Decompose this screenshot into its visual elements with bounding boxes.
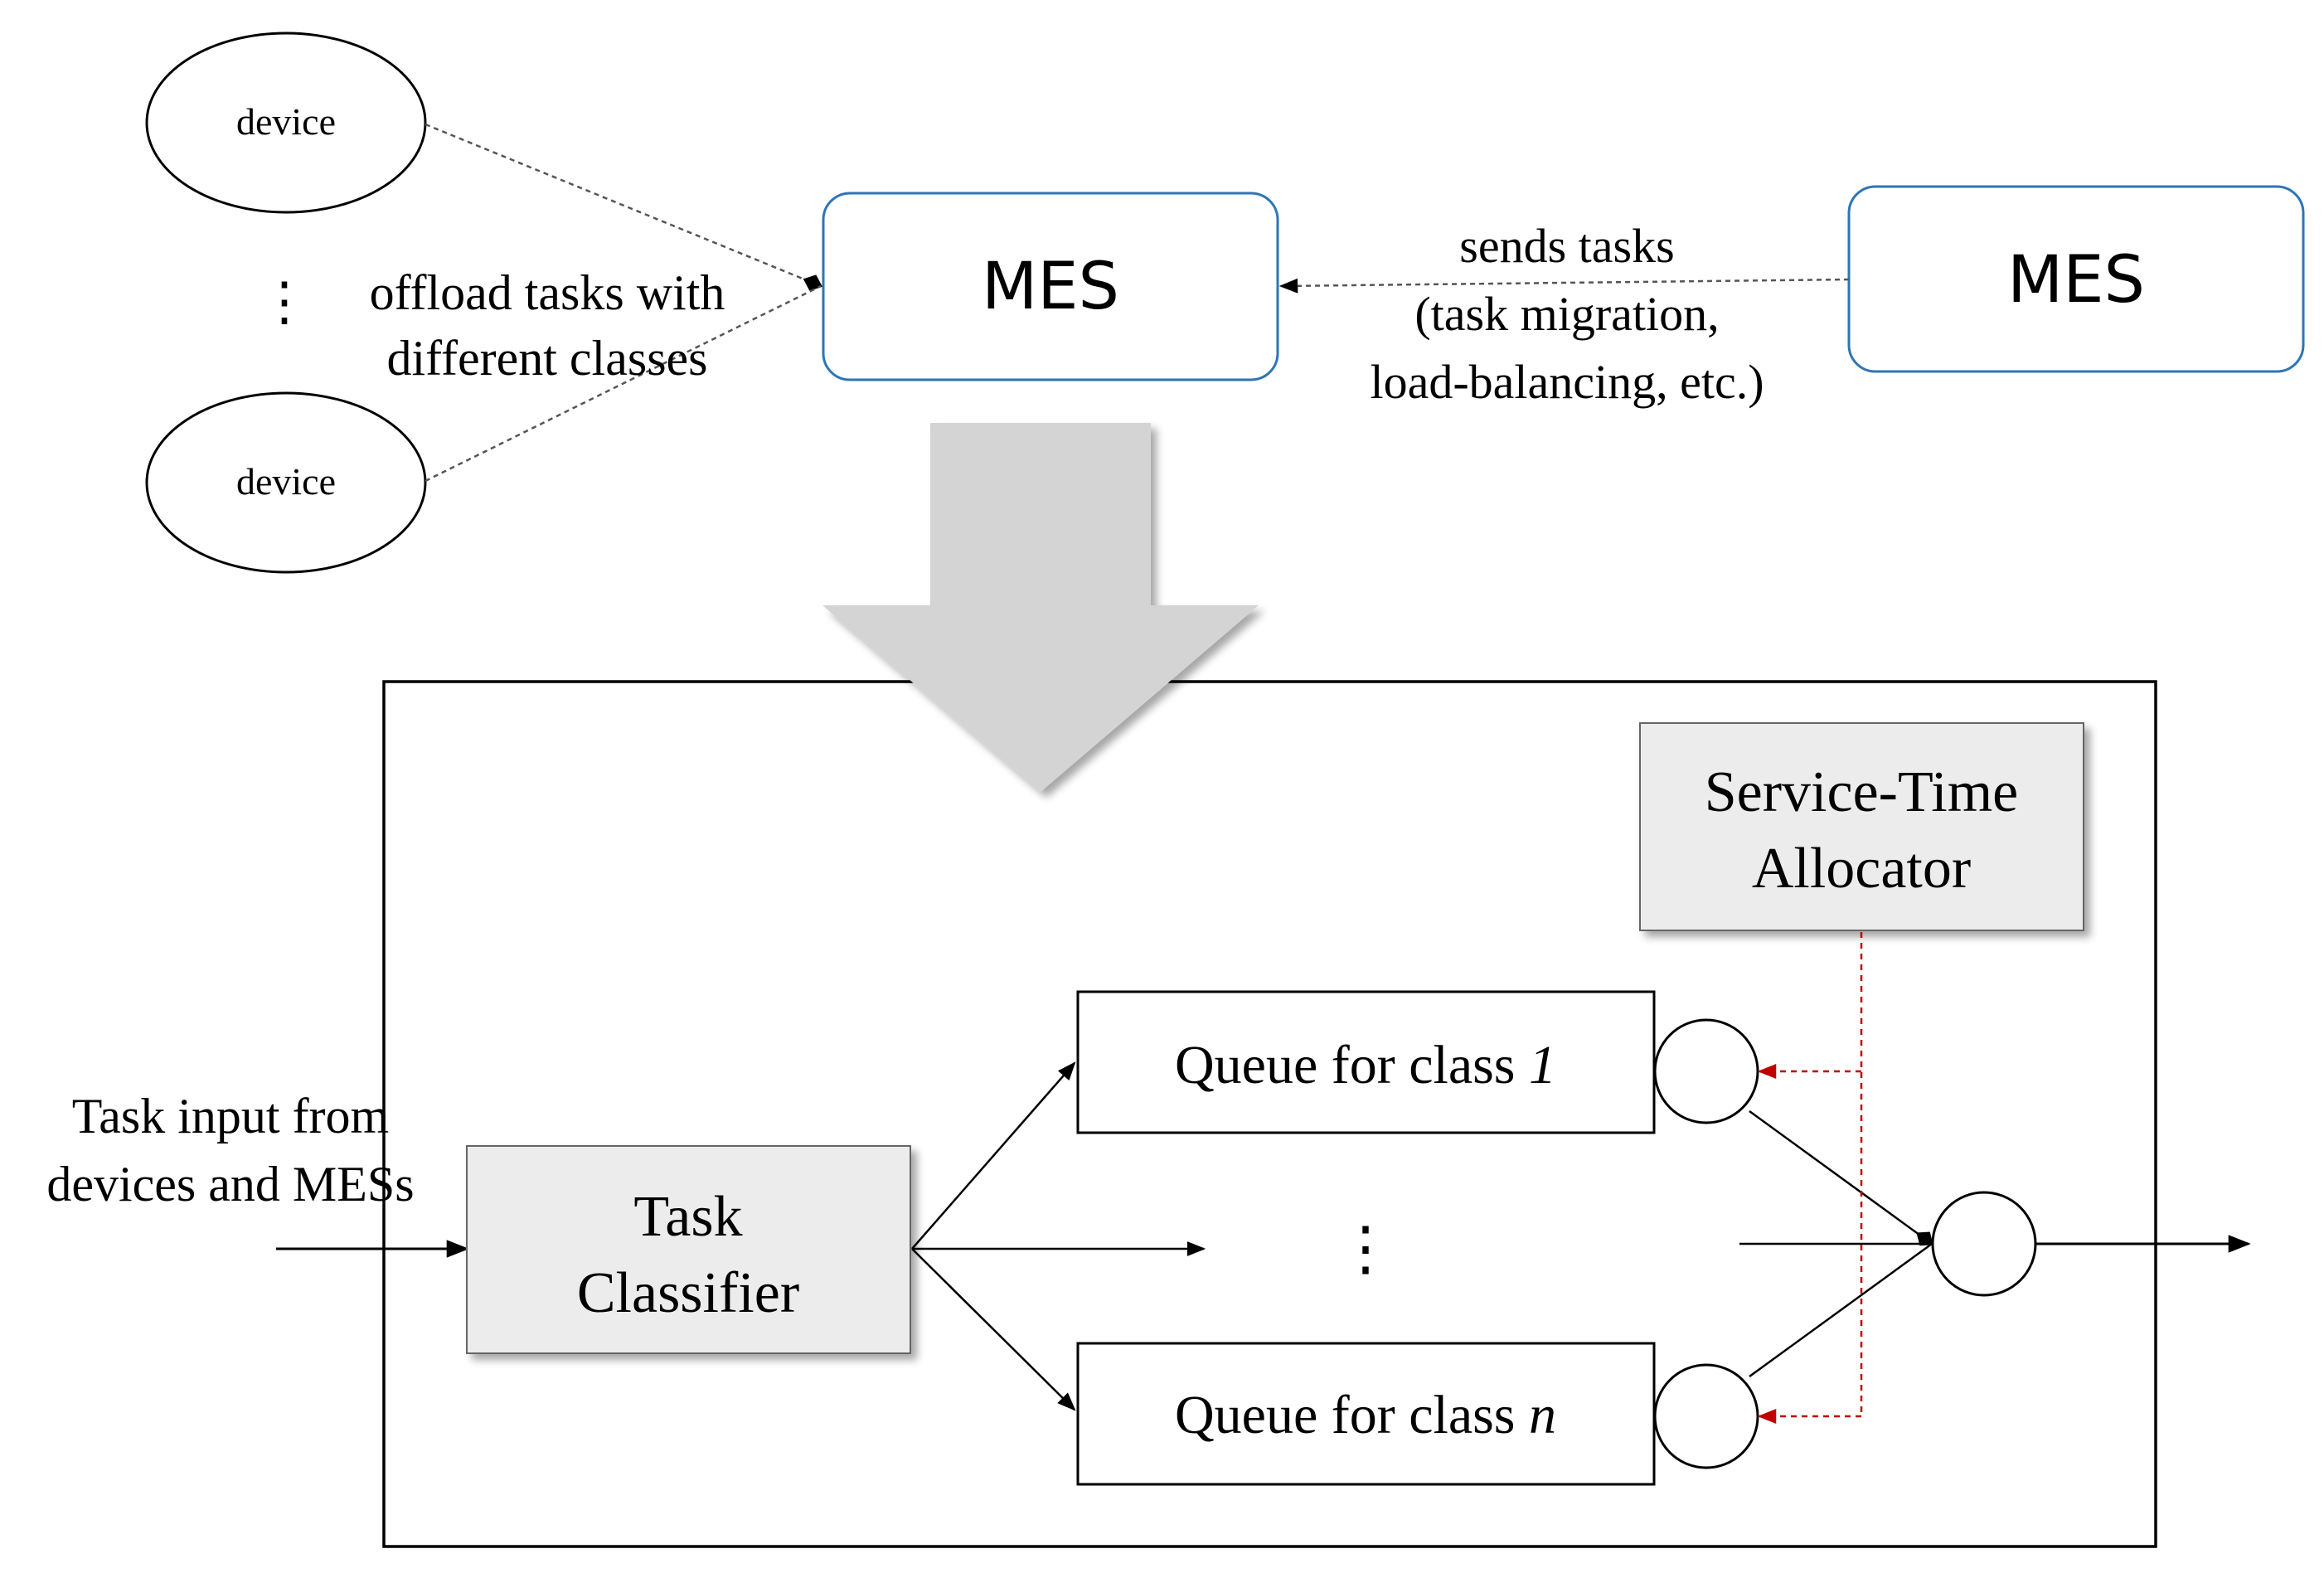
offload-label-line2: different classes [386, 331, 707, 386]
mes-box-local: MES [822, 192, 1279, 381]
vertical-dots-queues: ⋮ [1336, 1216, 1395, 1282]
sends-tasks-label-line3: load-balancing, etc.) [1370, 355, 1764, 409]
offload-line-bottom [425, 284, 822, 483]
mes-box-remote: MES [1847, 185, 2305, 373]
device-label: device [236, 100, 336, 143]
service-time-allocator-box: Service-Time Allocator [1639, 722, 2084, 931]
mes-label: MES [2007, 243, 2145, 318]
queue-class-1: Queue for class 1 [1076, 990, 1656, 1134]
classifier-label-line1: Task [633, 1185, 742, 1249]
server1-to-output-line [1749, 1109, 1933, 1246]
offload-line-top [425, 123, 822, 291]
device-node-top: device [145, 32, 427, 214]
mes-label: MES [982, 250, 1119, 324]
allocator-label-line2: Allocator [1752, 837, 1971, 901]
classifier-to-queuen-arrow [911, 1248, 1076, 1411]
queue-class-n: Queue for class n [1076, 1342, 1656, 1486]
big-down-arrow [822, 423, 1259, 792]
servern-to-output-line [1749, 1242, 1933, 1378]
task-input-label-line2: devices and MESs [46, 1157, 414, 1211]
sends-tasks-label-line2: (task migration, [1414, 287, 1719, 341]
offload-label-line1: offload tasks with [370, 265, 725, 320]
classifier-to-queue1-arrow [911, 1061, 1076, 1250]
server-circle-class-1 [1653, 1018, 1759, 1124]
device-node-bottom: device [145, 391, 427, 574]
vertical-dots-devices: ⋮ [258, 272, 311, 331]
queue-1-label: Queue for class 1 [1175, 1035, 1556, 1095]
classifier-label-line2: Classifier [577, 1261, 799, 1325]
sends-tasks-line [1278, 278, 1850, 294]
device-label: device [236, 460, 336, 503]
task-classifier-box: Task Classifier [466, 1145, 911, 1354]
queue-n-label: Queue for class n [1175, 1385, 1556, 1445]
server-circle-class-n [1653, 1363, 1759, 1469]
sends-tasks-label-line1: sends tasks [1459, 219, 1674, 273]
output-server-circle [1931, 1191, 2037, 1297]
task-input-label-line1: Task input from [72, 1089, 389, 1143]
allocator-label-line1: Service-Time [1705, 760, 2018, 824]
